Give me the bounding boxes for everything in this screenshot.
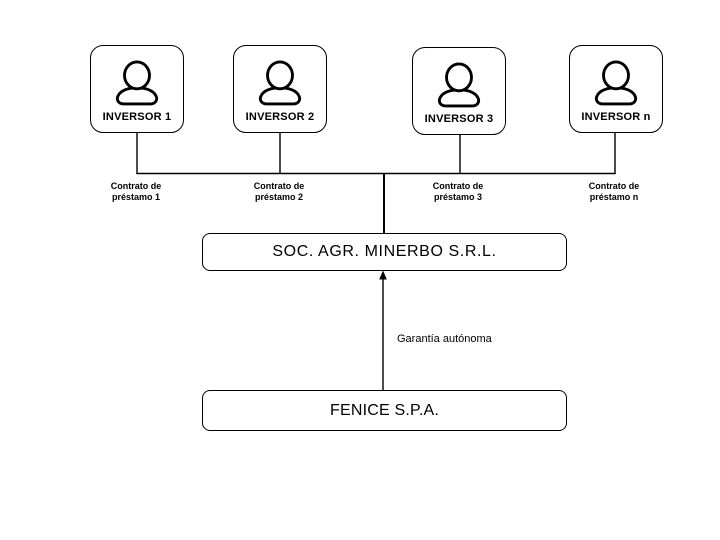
investor-label: INVERSOR 2	[245, 111, 315, 123]
edge-label-contrato-2: Contrato de préstamo 2	[253, 181, 305, 202]
person-icon	[258, 60, 302, 106]
person-icon	[437, 62, 481, 108]
edge-label-contrato-3: Contrato de préstamo 3	[432, 181, 484, 202]
node-inversor-1: INVERSOR 1	[90, 45, 184, 133]
node-inversor-3: INVERSOR 3	[412, 47, 506, 135]
investor-label: INVERSOR 3	[424, 113, 494, 125]
investor-label: INVERSOR 1	[102, 111, 172, 123]
guarantor-label: FENICE S.P.A.	[329, 401, 439, 419]
person-icon	[115, 60, 159, 106]
person-icon	[594, 60, 638, 106]
guarantee-arrowhead	[379, 270, 387, 280]
investor-label: INVERSOR n	[581, 111, 651, 123]
company-label: SOC. AGR. MINERBO S.R.L.	[272, 243, 497, 260]
node-company: SOC. AGR. MINERBO S.R.L.	[202, 233, 567, 271]
node-inversor-n: INVERSOR n	[569, 45, 663, 133]
edge-label-contrato-1: Contrato de préstamo 1	[110, 181, 162, 202]
node-inversor-2: INVERSOR 2	[233, 45, 327, 133]
node-guarantor: FENICE S.P.A.	[202, 390, 567, 431]
edge-label-contrato-n: Contrato de préstamo n	[588, 181, 640, 202]
edge-label-garantia: Garantía autónoma	[397, 333, 492, 345]
